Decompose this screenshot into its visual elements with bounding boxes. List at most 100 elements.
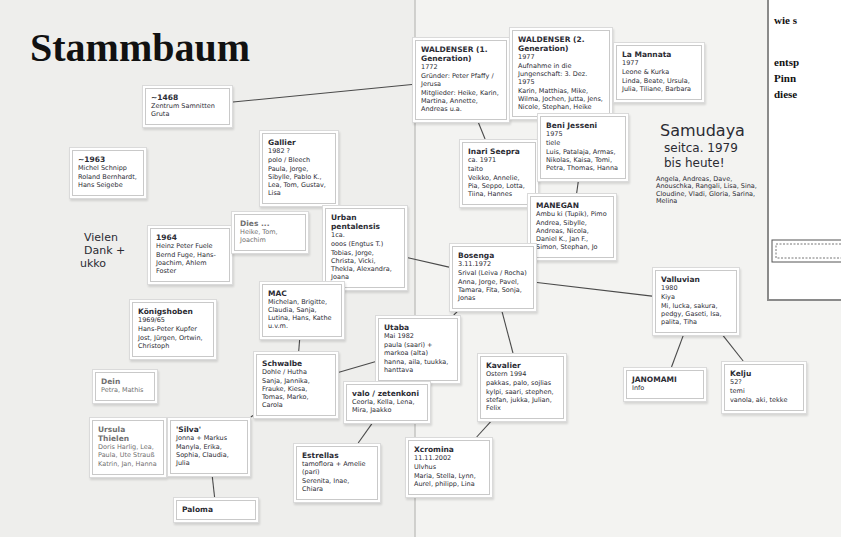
string-connector xyxy=(358,424,372,443)
card-heading: 1964 xyxy=(156,233,224,242)
string-connector xyxy=(298,340,300,351)
panel-text: diese xyxy=(774,88,797,101)
wall-note: bis heute! xyxy=(664,157,725,171)
wall-note: ukko xyxy=(80,258,106,271)
card-text: ooos (Engtus T.) xyxy=(331,241,399,249)
family-card: ~1963Michel SchnippRoland Bernhardt, Han… xyxy=(72,150,144,196)
card-text: Mai 1982 xyxy=(384,333,452,341)
family-card: Urban pentalensis1ca.ooos (Engtus T.)Tob… xyxy=(325,208,405,288)
card-text: 11.11.2002 xyxy=(414,455,484,463)
card-text: 1977 xyxy=(518,54,604,62)
card-heading: Valluvian xyxy=(661,275,731,284)
card-heading: Xcromina xyxy=(414,445,484,454)
card-text: temi xyxy=(730,388,798,396)
family-card: 1964Heinz Peter FueleBernd Fuge, Hans-Jo… xyxy=(150,228,230,282)
card-text: taito xyxy=(468,166,530,174)
card-text: Doris Harlig, Lea, Paula, Ute Strauß xyxy=(98,444,158,460)
string-connector xyxy=(212,477,214,497)
family-card: Gallier1982 ?polo / BleechPaula, Jorge, … xyxy=(262,133,336,204)
family-card: ~1468Zentrum Samnitten Gruta xyxy=(145,88,230,125)
string-connector xyxy=(408,258,449,267)
card-heading: ~1963 xyxy=(78,155,138,164)
card-heading: Kelju xyxy=(730,369,798,378)
card-heading: Utaba xyxy=(384,323,452,332)
card-text: Zentrum Samnitten Gruta xyxy=(151,103,224,119)
card-text: 1ca. xyxy=(331,232,399,240)
card-heading: Schwalbe xyxy=(262,359,330,368)
family-card: WALDENSER (1. Generation)1772Gründer: Pe… xyxy=(415,40,507,120)
card-heading: La Mannata xyxy=(622,50,696,59)
card-text: Linda, Beate, Ursula, Julia, Tiliane, Ba… xyxy=(622,78,696,94)
family-card: Xcromina11.11.2002UlvhusMaria, Stella, L… xyxy=(408,440,490,495)
family-card: La Mannata1977Leone & KurkaLinda, Beate,… xyxy=(616,45,702,100)
card-text: Gründer: Peter Pfaffy / Jerusa xyxy=(421,73,501,89)
card-heading: WALDENSER (1. Generation) xyxy=(421,45,501,63)
card-text: vanola, aki, tekke xyxy=(730,397,798,405)
family-card: Paloma xyxy=(176,500,256,520)
panel-text: wie s xyxy=(774,14,797,27)
family-card: UtabaMai 1982paula (saari) + markoa (alt… xyxy=(378,318,458,381)
page-title: Stammbaum xyxy=(30,24,250,71)
card-text: paula (saari) + markoa (alta) xyxy=(384,342,452,358)
card-text: polo / Bleech xyxy=(268,157,330,165)
card-heading: Estrellas xyxy=(302,451,372,460)
card-text: Andrea, Sibylle, Andreas, Nicola, Daniel… xyxy=(536,220,608,252)
card-heading: 'Silva' xyxy=(176,425,242,434)
card-heading: Beni Jesseni xyxy=(546,121,620,130)
card-text: Anna, Jorge, Pavel, Tamara, Fita, Sonja,… xyxy=(458,279,528,303)
card-text: Hans-Peter Kupfer xyxy=(138,326,208,334)
family-card: KavalierOstern 1994pakkas, palo, sojlias… xyxy=(480,356,564,419)
card-text: Srival (Leiva / Rocha) xyxy=(458,270,528,278)
card-text: 1977 xyxy=(622,60,696,68)
card-text: 1980 xyxy=(661,285,731,293)
card-heading: Königshoben xyxy=(138,307,208,316)
card-text: Maria, Stella, Lynn, Aurel, philipp, Lin… xyxy=(414,473,484,489)
card-text: Luis, Patalaja, Armas, Nikolas, Kaisa, T… xyxy=(546,149,620,173)
card-text: pakkas, palo, sojlias xyxy=(486,380,558,388)
string-connector xyxy=(537,283,652,297)
card-text: Ulvhus xyxy=(414,464,484,472)
wall-note: Vielen Dank + xyxy=(84,232,142,257)
card-text: Michel Schnipp xyxy=(78,165,138,173)
string-connector xyxy=(672,336,684,367)
card-text: Leone & Kurka xyxy=(622,69,696,77)
card-text: tiele xyxy=(546,140,620,148)
string-connector xyxy=(509,76,510,77)
family-card: Ursula ThielenDoris Harlig, Lea, Paula, … xyxy=(92,420,164,475)
string-connector xyxy=(477,422,491,437)
wall-note: Angela, Andreas, Dave, Anouschka, Rangal… xyxy=(656,176,764,206)
wall-note: seitca. 1979 xyxy=(664,142,738,156)
card-text: Veikko, Annelie, Pia, Seppo, Lotta, Tiin… xyxy=(468,175,530,199)
info-panel xyxy=(768,0,841,300)
card-text: Bernd Fuge, Hans-Joachim, Ahlem Foster xyxy=(156,252,224,276)
card-text: Mitglieder: Heike, Karin, Martina, Annet… xyxy=(421,90,501,114)
card-text: Tobias, Jorge, Christa, Vicki, Thekla, A… xyxy=(331,250,399,282)
card-text: 1975 xyxy=(546,131,620,139)
card-heading: Dein xyxy=(101,377,149,386)
family-card: Beni Jesseni1975tieleLuis, Patalaja, Arm… xyxy=(540,116,626,179)
card-heading: Gallier xyxy=(268,138,330,147)
card-heading: Paloma xyxy=(182,505,250,514)
card-heading: Kavalier xyxy=(486,361,558,370)
card-text: 52? xyxy=(730,379,798,387)
card-text: Ostern 1994 xyxy=(486,371,558,379)
card-heading: Urban pentalensis xyxy=(331,213,399,231)
string-connector xyxy=(251,415,253,417)
family-card: MANEGANAmbu ki (Tupik), PimoAndrea, Siby… xyxy=(530,196,614,258)
stamp-perforation xyxy=(776,244,841,258)
card-text: Jost, Jürgen, Ortwin, Christoph xyxy=(138,335,208,351)
wall-note: Samudaya xyxy=(660,122,745,140)
card-heading: ~1468 xyxy=(151,93,224,102)
card-text: 3.11.1972 xyxy=(458,261,528,269)
family-card: MACMichelan, Brigitte, Claudia, Sanja, L… xyxy=(262,284,342,337)
card-text: Heike, Tom, Joachim xyxy=(240,229,300,245)
card-text: 1969/65 xyxy=(138,317,208,325)
card-heading: MANEGAN xyxy=(536,201,608,210)
card-text: Petra, Mathis xyxy=(101,387,149,395)
card-text: tamoflora + Amelie (pari) xyxy=(302,461,372,477)
string-connector xyxy=(723,336,743,361)
family-card: valo / zetenkoniCeorla, Kella, Lena, Mir… xyxy=(346,384,428,421)
card-heading: Ursula Thielen xyxy=(98,425,158,443)
family-card: 'Silva'Jonna + MarkusManyla, Erika, Soph… xyxy=(170,420,248,474)
